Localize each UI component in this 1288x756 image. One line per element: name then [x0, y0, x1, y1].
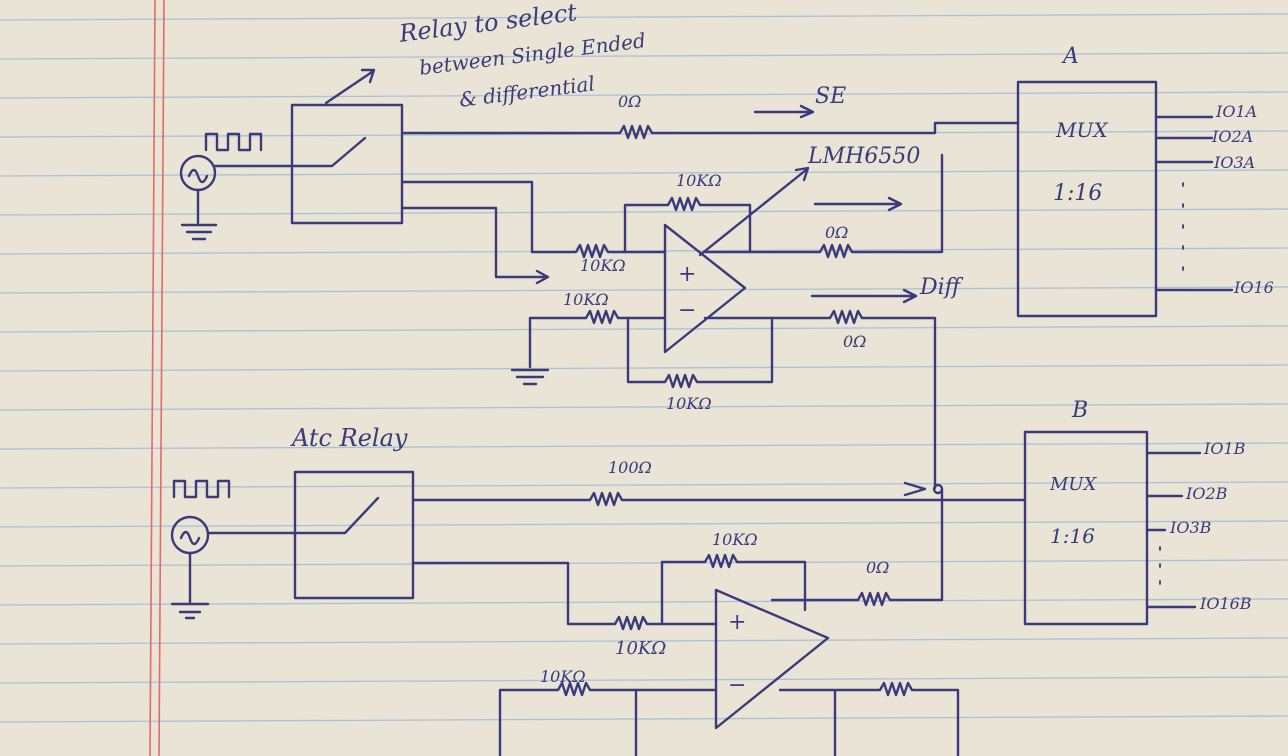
feedback-top [623, 196, 752, 254]
b-output-wire [770, 487, 944, 607]
b-se-arrow [903, 481, 927, 497]
relay-b-switch [293, 496, 380, 535]
mux-a-box [1016, 80, 1158, 318]
source-b-sine [179, 530, 201, 546]
margin-lines [149, 0, 165, 756]
mux-b-output-3: IO3B [1170, 518, 1212, 537]
resistor-feedback-top-label: 10KΩ [676, 171, 722, 190]
b-feedback-top [660, 553, 807, 626]
source-a-pulse [204, 132, 263, 152]
se-arrow [753, 104, 815, 119]
resistor-b-in-plus-label: 10KΩ [615, 638, 667, 659]
relay-a-switch [290, 136, 367, 168]
mux-b-output-2: IO2B [1186, 484, 1228, 503]
minus-input-ground [510, 309, 667, 386]
op-amp-a [663, 223, 747, 354]
op-amp-b [714, 588, 830, 730]
b-output-minus-wire [778, 681, 960, 756]
b-input-minus-wire [498, 681, 718, 756]
mux-a-output-1: IO1A [1216, 102, 1258, 121]
b-se-wire [411, 491, 1027, 507]
mux-b-output-1: IO1B [1204, 439, 1246, 458]
mux-b-ratio: 1:16 [1050, 524, 1095, 548]
op-amp-a-plus: + [678, 262, 697, 287]
resistor-out-minus-label: 0Ω [843, 332, 867, 351]
op-amp-b-minus: − [728, 673, 747, 698]
relay-b-box [293, 470, 415, 600]
mux-b-box [1023, 430, 1149, 626]
se-label: SE [815, 84, 847, 109]
mux-b-output-16: IO16B [1200, 594, 1252, 613]
mux-a-output-lines [1154, 115, 1234, 292]
source-b-ground [170, 551, 210, 620]
relay-a-box [290, 103, 404, 225]
resistor-b-se-label: 100Ω [608, 458, 652, 477]
output-plus-wire [703, 153, 944, 259]
resistor-b-out-label: 0Ω [866, 558, 890, 577]
op-amp-label-arrow [698, 166, 810, 257]
source-a-sine [187, 168, 209, 184]
resistor-b-feedback-label: 10KΩ [712, 530, 758, 549]
b-input-plus-wire [411, 561, 718, 631]
ruled-lines [0, 13, 1288, 723]
diff-input-plus-wire [400, 180, 667, 259]
mux-b-title: MUX [1050, 474, 1097, 495]
mux-a-output-3: IO3A [1214, 153, 1256, 172]
mux-a-ratio: 1:16 [1053, 181, 1103, 206]
resistor-out-plus-label: 0Ω [825, 223, 849, 242]
se-wire [400, 121, 1020, 140]
output-plus-arrow [813, 196, 903, 212]
resistor-in-plus-label: 10KΩ [580, 256, 626, 275]
diff-arrow [810, 288, 918, 304]
relay-a-lower-wire [400, 206, 550, 285]
mux-b-output-lines [1145, 451, 1202, 609]
resistor-b-in-minus-label: 10KΩ [540, 667, 586, 686]
diff-label: Diff [920, 275, 961, 300]
mux-a-output-16: IO16 [1234, 278, 1274, 297]
resistor-se-label: 0Ω [618, 92, 642, 111]
op-amp-a-minus: − [678, 298, 697, 323]
mux-a-letter: A [1063, 44, 1079, 69]
source-b-pulse [172, 479, 231, 499]
ground-symbol [180, 188, 218, 241]
op-amp-b-plus: + [728, 610, 747, 635]
resistor-in-minus-label: 10KΩ [563, 290, 609, 309]
mux-b-letter: B [1072, 398, 1089, 423]
atc-relay-label: Atc Relay [292, 424, 408, 452]
mux-a-title: MUX [1056, 118, 1108, 142]
feedback-bottom [626, 316, 774, 389]
mux-a-output-2: IO2A [1212, 127, 1254, 146]
relay-a-note-arrow [324, 68, 376, 105]
output-minus-wire [703, 309, 937, 490]
amp-label: LMH6550 [808, 144, 921, 169]
resistor-feedback-bottom-label: 10KΩ [666, 394, 712, 413]
